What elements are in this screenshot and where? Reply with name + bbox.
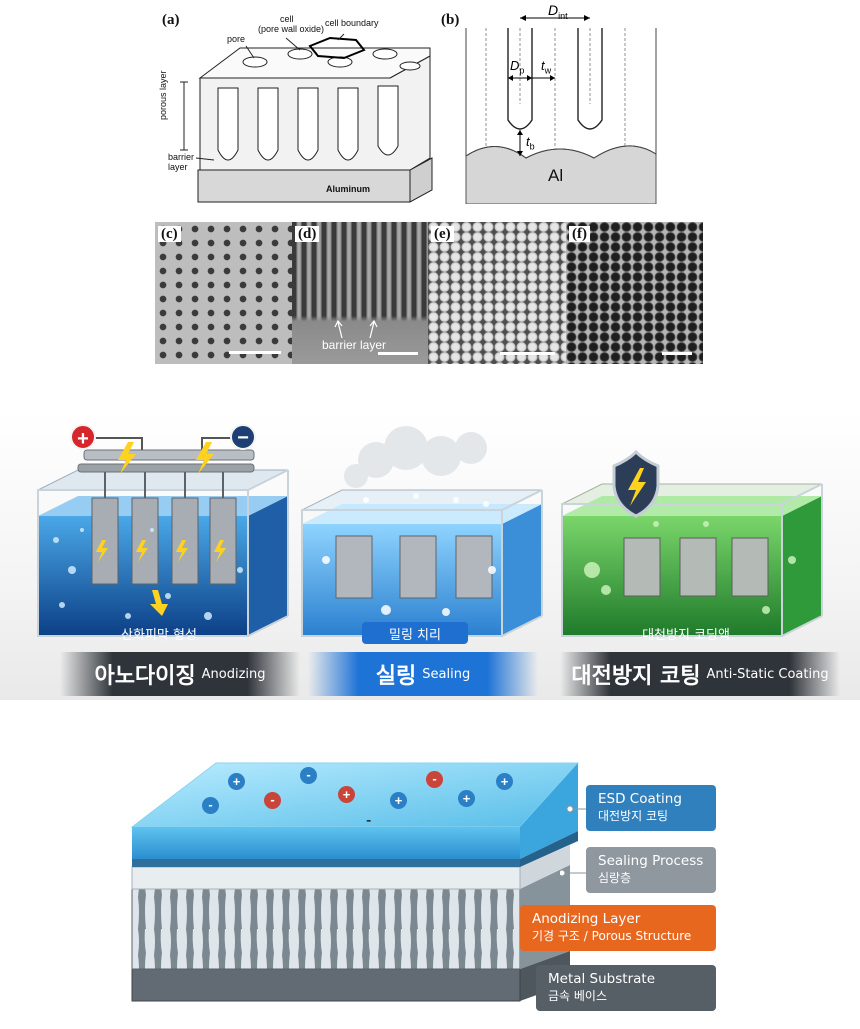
scale-bar-d bbox=[378, 352, 418, 355]
al-label: Al bbox=[548, 166, 564, 185]
charge-marker: - bbox=[366, 812, 371, 829]
antistatic-pill: 대천방지 코딩액 bbox=[642, 627, 730, 643]
sealing-pill: 밀링 치리 bbox=[362, 622, 468, 644]
charge-marker: + bbox=[228, 773, 245, 790]
scale-bar-e bbox=[500, 352, 555, 355]
sem-image-c: (c) bbox=[155, 222, 292, 364]
aluminum-annotation: Aluminum bbox=[326, 184, 370, 194]
sem-image-d: (d) barrier layer bbox=[292, 222, 428, 364]
sealing-process-label: Sealing Process 심랑층 bbox=[586, 847, 716, 893]
panel-d-label: (d) bbox=[295, 226, 320, 242]
sem-image-e: (e) bbox=[428, 222, 566, 364]
sealing-banner: 실링 Sealing bbox=[308, 652, 538, 696]
barrier-layer-caption: barrier layer bbox=[322, 338, 387, 352]
cell-boundary-annotation: cell boundary bbox=[325, 18, 379, 28]
sealing-subtitle: Sealing bbox=[422, 666, 471, 682]
anodizing-title: 아노다이징 bbox=[94, 664, 196, 689]
panel-c-label: (c) bbox=[158, 226, 181, 242]
charge-marker: - bbox=[426, 771, 443, 788]
shield-lightning-icon bbox=[606, 452, 607, 453]
anodizing-tank bbox=[37, 437, 289, 637]
t-b-label: tb bbox=[526, 134, 535, 152]
sealing-tank bbox=[301, 426, 543, 637]
panel-a-label: (a) bbox=[162, 12, 180, 28]
anodizing-subtitle: Anodizing bbox=[201, 666, 266, 682]
d-int-label: Dint bbox=[548, 2, 568, 21]
pore-geometry-diagram bbox=[465, 15, 657, 204]
porous-layer-annotation: porous layer bbox=[158, 70, 168, 120]
panel-f-label: (f) bbox=[569, 226, 590, 242]
panel-e-label: (e) bbox=[431, 226, 454, 242]
scale-bar-f bbox=[662, 352, 692, 355]
sealing-title: 실링 bbox=[375, 664, 417, 689]
negative-terminal-icon: − bbox=[230, 424, 256, 450]
pore-annotation: pore bbox=[227, 34, 246, 44]
anodizing-layer-label: Anodizing Layer 기경 구조 / Porous Structure bbox=[520, 905, 716, 951]
barrier-arrows-icon bbox=[334, 319, 378, 339]
charge-marker: - bbox=[300, 767, 317, 784]
charge-marker: + bbox=[338, 786, 355, 803]
barrier-layer-annotation: barrier layer bbox=[168, 152, 195, 172]
antistatic-tank bbox=[561, 449, 823, 637]
scale-bar-c bbox=[229, 351, 281, 354]
antistatic-banner: 대전방지 코팅 Anti-Static Coating bbox=[560, 652, 840, 696]
porous-oxide-schematic bbox=[180, 33, 433, 203]
positive-terminal-icon: + bbox=[70, 424, 96, 450]
cell-subannotation: (pore wall oxide) bbox=[258, 24, 325, 34]
charge-marker: - bbox=[202, 797, 219, 814]
panel-b-label: (b) bbox=[441, 12, 460, 28]
metal-substrate-label: Metal Substrate 금속 베이스 bbox=[536, 965, 716, 1011]
charge-marker: + bbox=[390, 792, 407, 809]
d-p-label: Dp bbox=[510, 58, 525, 76]
anodizing-banner: 아노다이징 Anodizing bbox=[60, 652, 300, 696]
t-w-label: tw bbox=[541, 58, 552, 76]
sem-image-f: (f) bbox=[566, 222, 703, 364]
charge-marker: + bbox=[458, 790, 475, 807]
antistatic-title: 대전방지 코팅 bbox=[571, 664, 701, 689]
charge-marker: - bbox=[264, 792, 281, 809]
anodizing-pill: 산화피막 형성 bbox=[121, 627, 197, 643]
antistatic-subtitle: Anti-Static Coating bbox=[706, 666, 829, 682]
charge-marker: + bbox=[496, 773, 513, 790]
esd-coating-label: ESD Coating 대전방지 코팅 bbox=[586, 785, 716, 831]
cell-annotation: cell bbox=[280, 14, 294, 24]
